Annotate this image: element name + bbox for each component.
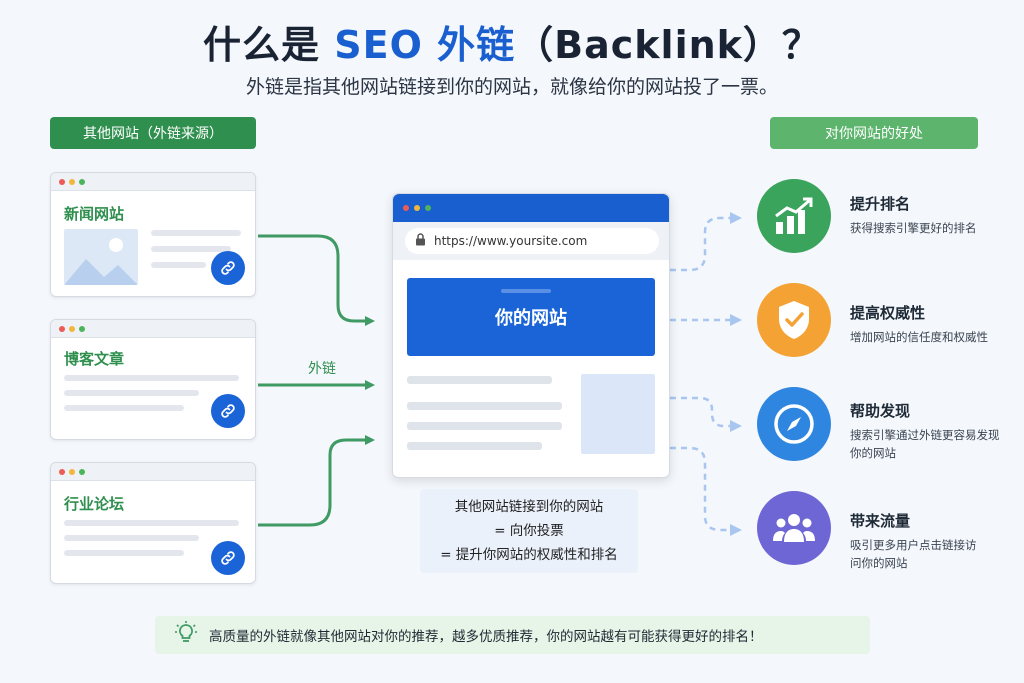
title-highlight: SEO 外链 — [334, 23, 516, 67]
benefit-desc: 搜索引擎通过外链更容易发现你的网站 — [850, 428, 1000, 460]
window-controls — [51, 173, 255, 191]
benefits-header: 对你网站的好处 — [770, 117, 978, 149]
vote-caption: 其他网站链接到你的网站 = 向你投票 = 提升你网站的权威性和排名 — [420, 489, 638, 573]
tip-banner: 高质量的外链就像其他网站对你的推荐，越多优质推荐，你的网站越有可能获得更好的排名… — [155, 616, 870, 654]
link-icon — [211, 541, 245, 575]
benefit-desc: 获得搜索引擎更好的排名 — [850, 221, 977, 235]
benefit-title: 提高权威性 — [850, 304, 926, 322]
users-icon — [757, 491, 831, 565]
compass-icon — [757, 387, 831, 461]
page-title: 什么是 SEO 外链（Backlink）？ — [0, 14, 1024, 69]
url-field: https://www.yoursite.com — [405, 228, 659, 254]
lock-icon — [415, 233, 426, 249]
source-card-news: 新闻网站 — [50, 172, 256, 297]
your-site-window: https://www.yoursite.com 你的网站 — [392, 193, 670, 478]
edge-site-to-discover — [670, 396, 742, 432]
source-card-blog: 博客文章 — [50, 319, 256, 440]
url-text: https://www.yoursite.com — [434, 234, 588, 248]
benefit-desc: 吸引更多用户点击链接访问你的网站 — [850, 538, 977, 570]
image-placeholder — [581, 374, 655, 454]
link-icon — [211, 251, 245, 285]
edge-site-to-rank — [670, 212, 742, 272]
source-title: 新闻网站 — [64, 205, 125, 223]
title-prefix: 什么是 — [203, 23, 335, 67]
source-title: 行业论坛 — [64, 495, 125, 513]
lightbulb-icon — [175, 621, 197, 649]
benefit-desc: 增加网站的信任度和权威性 — [850, 330, 988, 344]
edge-forum-to-site — [258, 435, 375, 527]
benefit-title: 带来流量 — [850, 512, 911, 530]
window-controls — [51, 320, 255, 338]
caption-line: 其他网站链接到你的网站 — [454, 499, 604, 515]
edge-news-to-site — [258, 234, 375, 326]
subtitle: 外链是指其他网站链接到你的网站，就像给你的网站投了一票。 — [245, 76, 778, 98]
sources-header: 其他网站（外链来源） — [50, 117, 256, 149]
caption-line: = 提升你网站的权威性和排名 — [440, 547, 618, 563]
source-title: 博客文章 — [64, 350, 125, 368]
window-controls — [51, 463, 255, 481]
trend-chart-icon — [757, 179, 831, 253]
address-bar: https://www.yoursite.com — [393, 222, 669, 260]
window-controls — [393, 194, 669, 222]
benefit-title: 提升排名 — [850, 195, 911, 213]
image-placeholder-icon — [64, 229, 138, 285]
benefit-title: 帮助发现 — [850, 402, 911, 420]
edge-site-to-traffic — [670, 446, 742, 536]
source-card-forum: 行业论坛 — [50, 462, 256, 584]
edge-label-backlink: 外链 — [308, 361, 336, 377]
tip-text: 高质量的外链就像其他网站对你的推荐，越多优质推荐，你的网站越有可能获得更好的排名… — [209, 629, 763, 645]
link-icon — [211, 394, 245, 428]
title-suffix: （Backlink）？ — [515, 23, 821, 67]
caption-line: = 向你投票 — [494, 523, 564, 539]
shield-check-icon — [757, 283, 831, 357]
